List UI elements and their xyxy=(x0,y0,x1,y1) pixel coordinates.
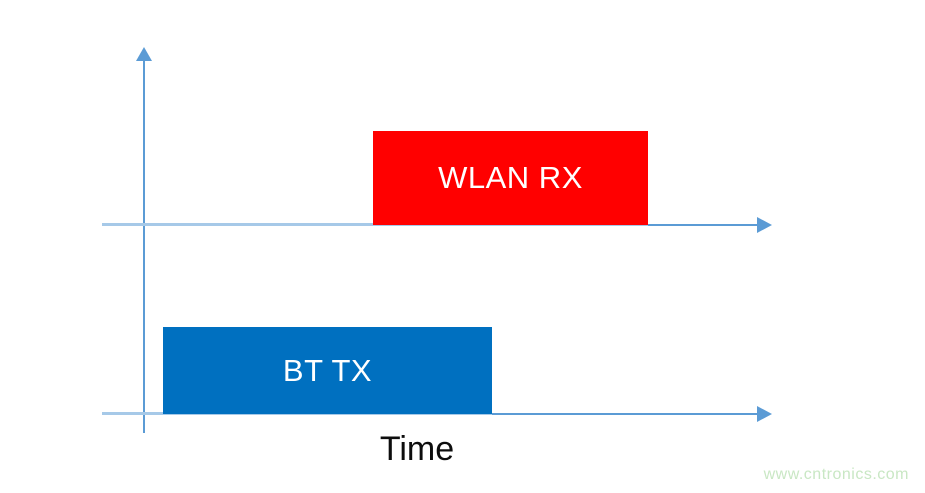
bt-tx-bar-label: BT TX xyxy=(282,352,373,388)
bt-timeline-arrow-line xyxy=(492,413,760,415)
y-axis-up-arrowhead-icon xyxy=(136,47,152,61)
wlan-rx-bar: WLAN RX xyxy=(373,131,648,225)
wlan-timeline-arrow-line xyxy=(648,224,760,226)
bt-timeline-right-arrowhead-icon xyxy=(757,406,772,422)
bt-tx-bar: BT TX xyxy=(163,327,492,414)
wlan-timeline-right-arrowhead-icon xyxy=(757,217,772,233)
wlan-rx-bar-label: WLAN RX xyxy=(438,160,583,195)
time-axis-label: Time xyxy=(379,430,455,468)
watermark: www.cntronics.com xyxy=(763,466,909,483)
y-axis-line xyxy=(143,60,145,433)
